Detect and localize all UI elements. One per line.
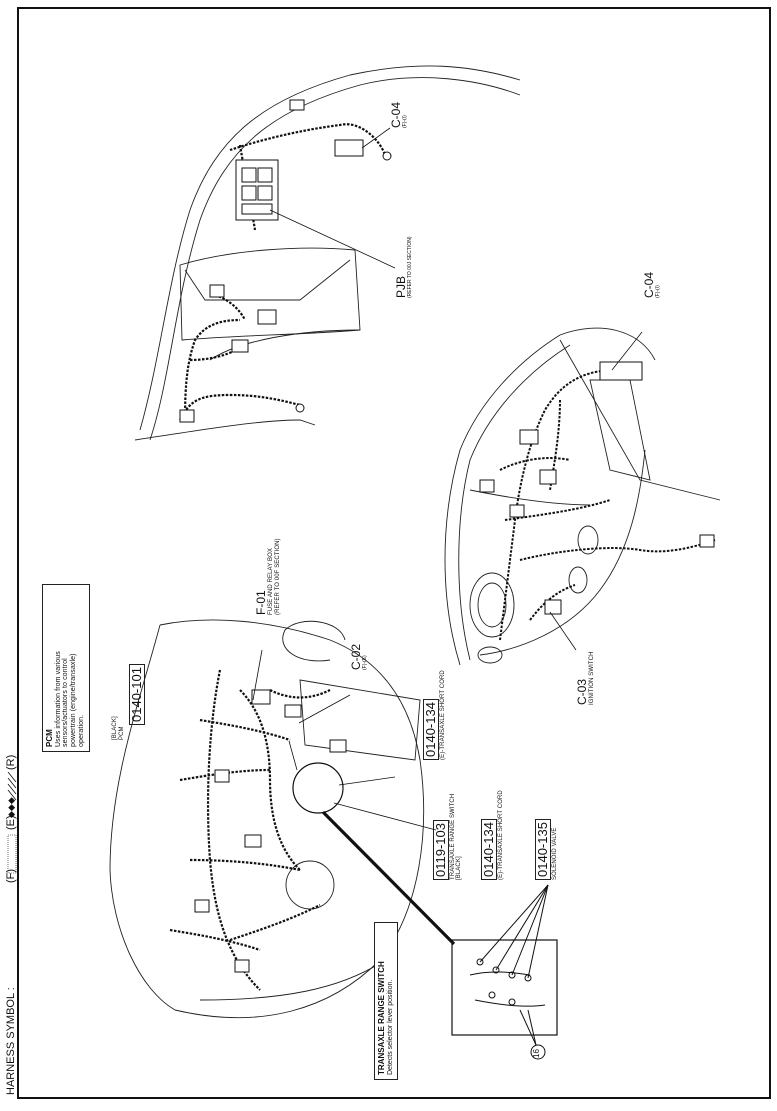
c3-code: 0119-103 xyxy=(433,820,450,880)
dashboard-outline xyxy=(444,327,721,666)
c2-desc: (E)-TRANSAXLE SHORT CORD xyxy=(439,670,446,760)
svg-text:◆◆◆: ◆◆◆ xyxy=(6,797,16,818)
f01-id: F-01 xyxy=(254,590,268,615)
harness-symbol-legend: ◆◆◆ xyxy=(6,771,17,874)
callout-number: 16 xyxy=(532,1049,541,1058)
c04a-sub: (F)-(I) xyxy=(402,115,409,128)
detail-callout xyxy=(252,649,456,946)
code-0140-101: 0140-101 xyxy=(128,664,146,725)
leader-lines-dashboard xyxy=(549,331,643,651)
pcm-desc-2: sensors/actuators to control xyxy=(62,658,70,747)
code-0140-134-upper: 0140-134 (E)-TRANSAXLE SHORT CORD xyxy=(422,670,446,760)
c4-code: 0140-134 xyxy=(481,819,498,880)
pcm-info-box: PCM Uses information from various sensor… xyxy=(42,584,90,752)
pcm-title: PCM xyxy=(45,729,54,747)
c03-id: C-03 xyxy=(575,678,589,705)
pjb-ref: (REFER TO 00J SECTION) xyxy=(407,236,414,299)
harness-symbol-f: (F) xyxy=(5,868,17,883)
f01-desc: FUSE AND RELAY BOX xyxy=(268,548,275,615)
c04b-sub: (F)-(I) xyxy=(655,285,662,298)
connector-blocks-top-view xyxy=(179,99,392,423)
c2-code: 0140-134 xyxy=(423,699,440,760)
harness-wiring-top-view xyxy=(179,123,387,421)
label-pjb: PJB (REFER TO 00J SECTION) xyxy=(394,236,414,299)
pcm-sub: [BLACK] PCM xyxy=(112,716,125,740)
harness-wiring-dashboard xyxy=(499,369,716,641)
pcm-sub-color: [BLACK] xyxy=(112,716,118,740)
vehicle-body-top-view xyxy=(134,65,521,441)
pcm-desc-4: operation. xyxy=(77,714,85,747)
label-c02: C-02 (F)-(E) xyxy=(349,644,369,670)
c3-color: [BLACK] xyxy=(456,856,463,880)
engine-compartment-outline xyxy=(109,619,424,1019)
connector-blocks-dashboard xyxy=(479,361,715,615)
c5-desc: SOLENOID VALVE xyxy=(551,827,558,880)
switch-detail xyxy=(451,884,558,1060)
c4-desc: (E)-TRANSAXLE SHORT CORD xyxy=(497,790,504,880)
c03-desc: IGNITION SWITCH xyxy=(589,651,596,706)
pcm-sub-name: PCM xyxy=(118,726,125,740)
transaxle-switch-box: TRANSAXLE RANGE SWITCH Detects selector … xyxy=(374,922,399,1080)
transaxle-switch-title: TRANSAXLE RANGE SWITCH xyxy=(377,961,386,1075)
harness-symbol-e: (E) xyxy=(5,815,17,830)
transaxle-switch-desc: Detects selector lever position. xyxy=(386,979,394,1075)
c02-sub: (F)-(E) xyxy=(362,655,369,670)
pcm-desc-1: Uses information from various xyxy=(54,651,62,747)
code-0119-103: 0119-103 TRANSAXLE RANGE SWITCH [BLACK] xyxy=(432,794,463,880)
code-0140-135: 0140-135 SOLENOID VALVE xyxy=(534,819,558,880)
label-c04-right: C-04 (F)-(I) xyxy=(642,272,662,298)
leader-lines-top xyxy=(269,127,396,269)
code-0140-134-lower: 0140-134 (E)-TRANSAXLE SHORT CORD xyxy=(480,790,504,880)
label-c03: C-03 IGNITION SWITCH xyxy=(575,651,596,706)
c5-code: 0140-135 xyxy=(535,819,552,880)
f01-ref: (REFER TO 00F SECTION) xyxy=(274,538,281,615)
harness-symbol-r: (R) xyxy=(5,754,17,770)
harness-wiring-engine xyxy=(169,669,331,991)
pcm-desc-3: powertrain (engine/transaxle) xyxy=(70,653,78,747)
c3-desc: TRANSAXLE RANGE SWITCH xyxy=(449,793,456,880)
label-c04-top: C-04 (F)-(I) xyxy=(389,102,409,128)
harness-symbol-prefix: HARNESS SYMBOL : xyxy=(5,987,17,1095)
connector-blocks-engine xyxy=(194,689,347,973)
label-f01: F-01 FUSE AND RELAY BOX (REFER TO 00F SE… xyxy=(254,538,281,615)
